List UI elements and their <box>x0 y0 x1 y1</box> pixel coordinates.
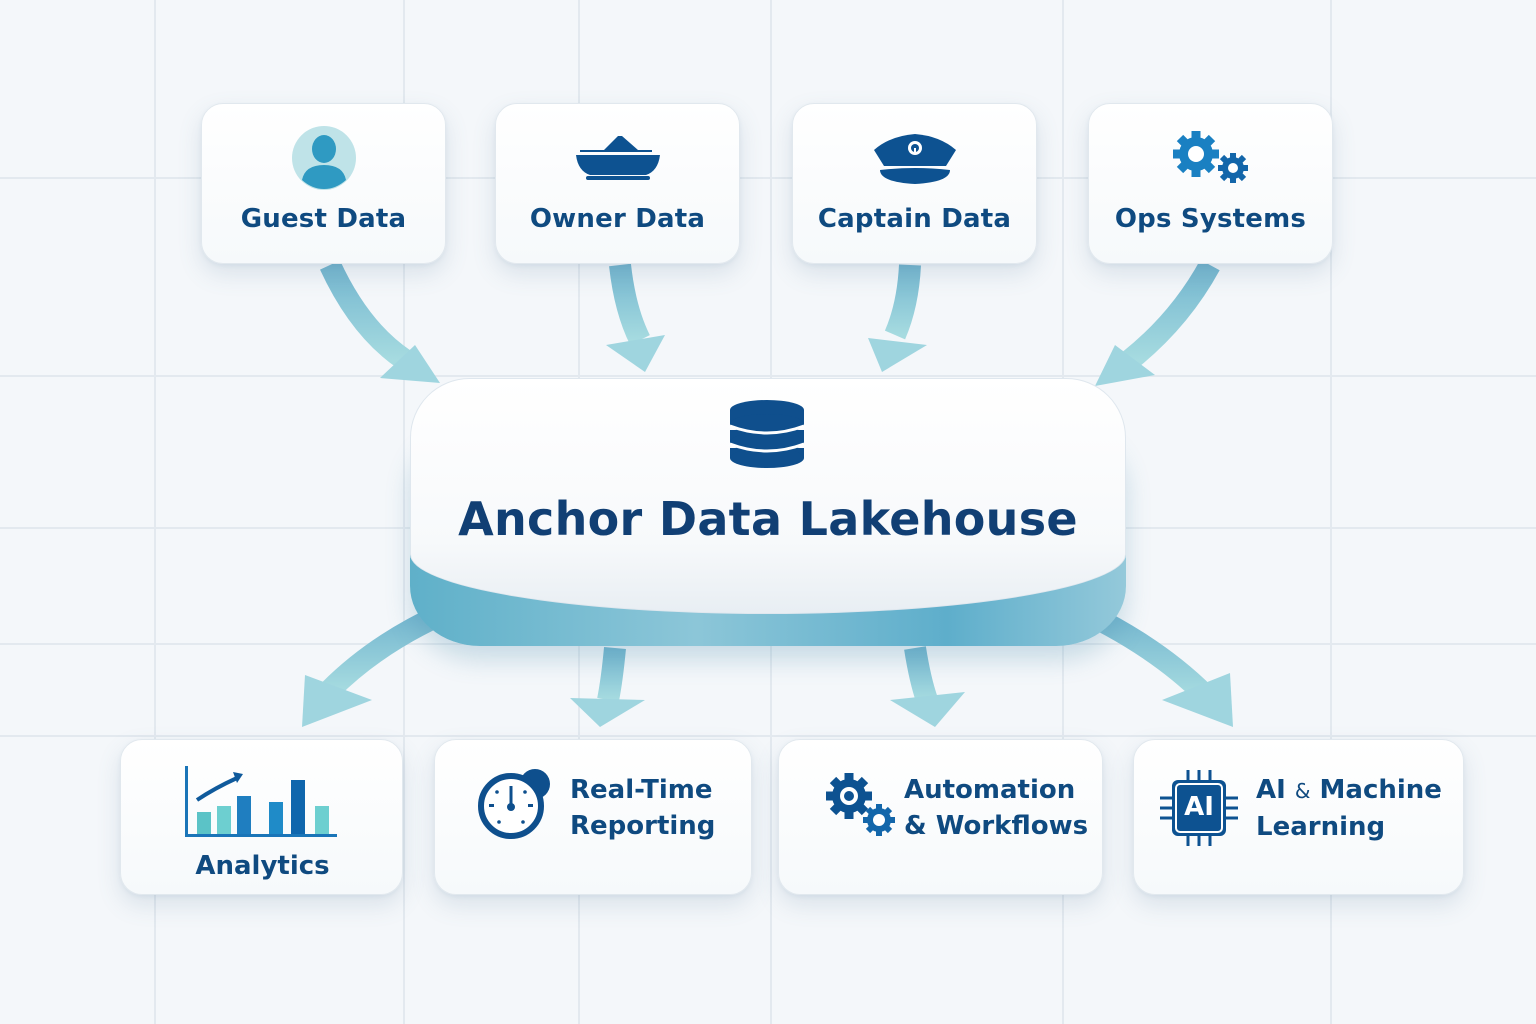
source-card-captain-data[interactable]: Captain Data <box>792 103 1037 264</box>
bar-chart-icon <box>185 766 337 842</box>
source-card-ops-systems[interactable]: Ops Systems <box>1088 103 1333 264</box>
source-card-guest-data[interactable]: Guest Data <box>201 103 446 264</box>
database-icon <box>728 400 806 474</box>
hub-title: Anchor Data Lakehouse <box>458 492 1078 546</box>
grid-line <box>403 0 405 1024</box>
output-label-amp: & <box>1294 779 1311 803</box>
arrow-hub-to-reporting <box>570 646 645 727</box>
source-label: Captain Data <box>817 204 1012 234</box>
grid-line <box>0 177 1536 179</box>
grid-line <box>0 735 1536 737</box>
arrow-owner-to-hub <box>606 263 665 372</box>
output-card-real-time-reporting[interactable]: Real-Time Reporting <box>434 739 752 895</box>
stopwatch-icon <box>475 766 555 846</box>
output-label-line2: & Workflows <box>904 811 1089 841</box>
output-label-ai: AI <box>1256 775 1286 805</box>
output-label-line2: Reporting <box>570 811 716 841</box>
output-card-analytics[interactable]: Analytics <box>120 739 403 895</box>
output-label-line1: Automation <box>904 775 1076 805</box>
output-label-machine: Machine <box>1319 775 1442 805</box>
output-card-automation-workflows[interactable]: Automation & Workflows <box>778 739 1103 895</box>
output-label: AI & Machine Learning <box>1256 772 1442 845</box>
source-label: Ops Systems <box>1114 204 1307 234</box>
arrow-ops-to-hub <box>1095 259 1220 386</box>
arrow-guest-to-hub <box>320 260 440 383</box>
grid-line <box>0 375 1536 377</box>
output-label: Analytics <box>195 851 330 881</box>
source-label: Guest Data <box>240 204 407 234</box>
output-label-line1: Real-Time <box>570 775 713 805</box>
output-card-ai-machine-learning[interactable]: AI AI & Machine Learning <box>1133 739 1464 895</box>
arrow-hub-to-automation <box>890 646 965 727</box>
output-label: Automation & Workflows <box>904 772 1088 844</box>
gears-icon <box>1166 126 1256 190</box>
captain-hat-icon <box>870 126 960 190</box>
gears-icon <box>823 770 899 846</box>
grid-line <box>1330 0 1332 1024</box>
output-label-line1: AI & Machine <box>1256 772 1442 809</box>
ai-chip-icon: AI <box>1160 770 1238 846</box>
ai-chip-label: AI <box>1184 792 1214 822</box>
user-avatar-icon <box>291 126 357 190</box>
arrow-captain-to-hub <box>868 264 927 372</box>
source-card-owner-data[interactable]: Owner Data <box>495 103 740 264</box>
output-label-line2: Learning <box>1256 812 1386 842</box>
grid-line <box>154 0 156 1024</box>
yacht-icon <box>574 126 662 190</box>
lakehouse-hub[interactable]: Anchor Data Lakehouse <box>410 378 1126 648</box>
output-label: Real-Time Reporting <box>570 772 715 844</box>
source-label: Owner Data <box>529 204 706 234</box>
